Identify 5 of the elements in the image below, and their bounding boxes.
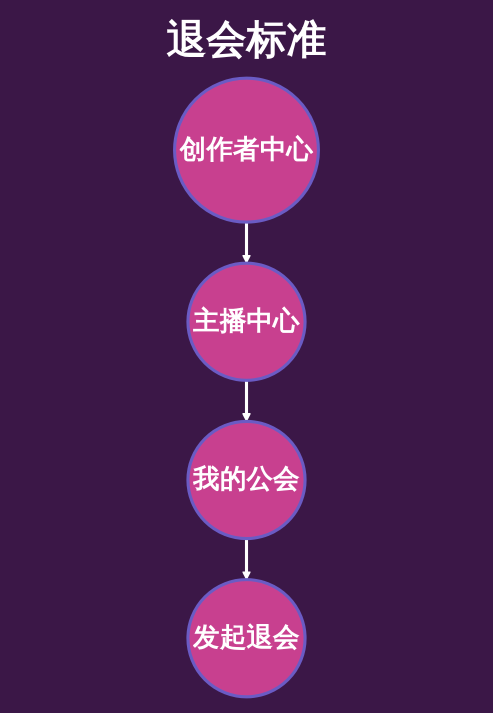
arrow xyxy=(242,538,252,580)
arrow xyxy=(242,222,252,264)
node-circle: 主播中心 xyxy=(186,262,307,382)
arrow xyxy=(242,380,252,422)
diagram-title: 退会标准 xyxy=(166,16,326,65)
